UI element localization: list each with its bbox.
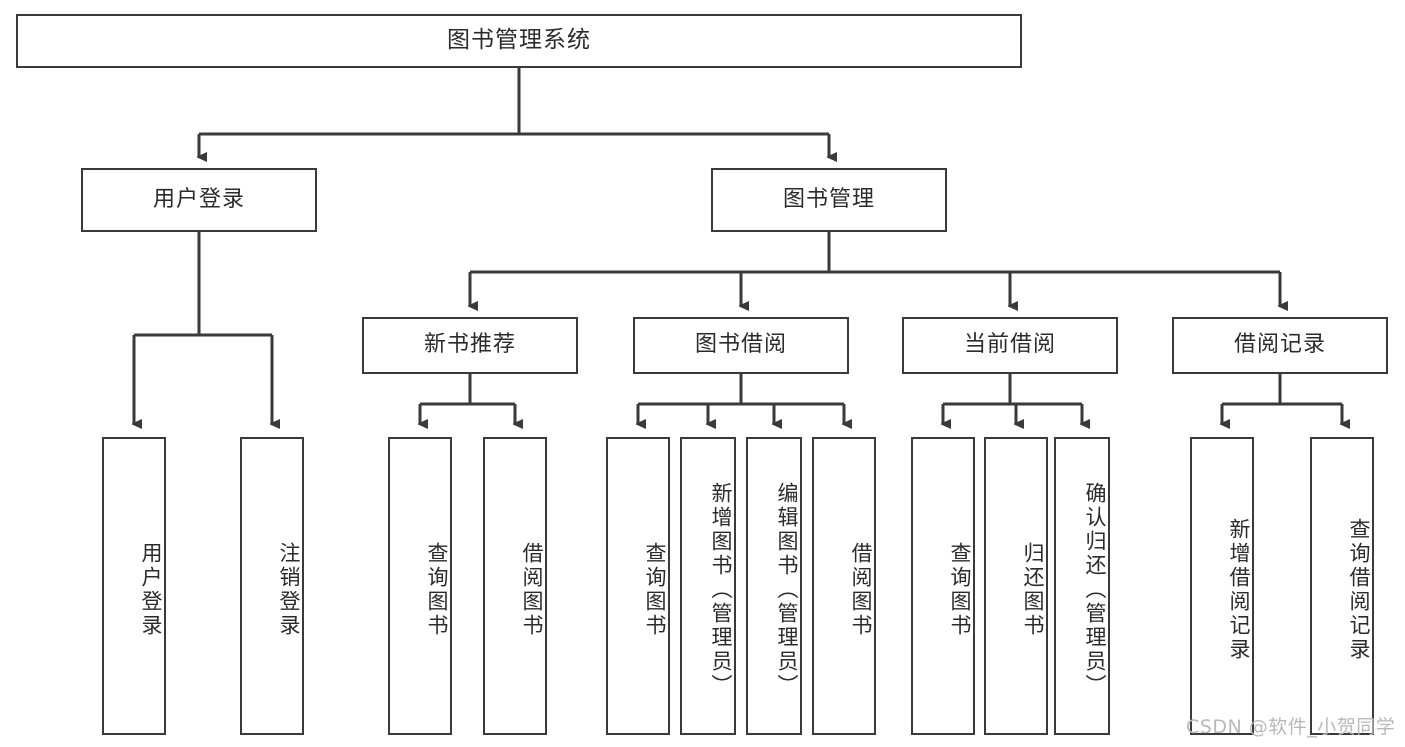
- node-leaf-return-book-label: 归还图书: [1021, 542, 1045, 638]
- node-new-book-rec-label: 新书推荐: [423, 332, 516, 358]
- node-book-borrow-label: 图书借阅: [694, 332, 787, 358]
- node-leaf-borrow-book-2[interactable]: 借阅图书: [812, 437, 876, 735]
- node-leaf-query-record-label: 查询借阅记录: [1347, 518, 1371, 662]
- node-leaf-user-login[interactable]: 用户登录: [102, 437, 166, 735]
- node-current-borrow-label: 当前借阅: [963, 332, 1056, 358]
- node-leaf-add-record-label: 新增借阅记录: [1227, 518, 1251, 662]
- node-root-label: 图书管理系统: [447, 27, 591, 54]
- node-leaf-borrow-book-2-label: 借阅图书: [849, 542, 873, 638]
- node-user-login-label: 用户登录: [152, 186, 245, 212]
- node-leaf-confirm-return-label: 确认归还（管理员）: [1083, 482, 1107, 698]
- node-root[interactable]: 图书管理系统: [16, 14, 1022, 68]
- node-leaf-edit-book-label: 编辑图书（管理员）: [775, 482, 799, 698]
- node-book-manage-label: 图书管理: [782, 186, 875, 212]
- node-leaf-edit-book[interactable]: 编辑图书（管理员）: [746, 437, 802, 735]
- node-leaf-logout[interactable]: 注销登录: [240, 437, 304, 735]
- node-leaf-add-book[interactable]: 新增图书（管理员）: [680, 437, 736, 735]
- node-leaf-borrow-book-1[interactable]: 借阅图书: [483, 437, 547, 735]
- node-leaf-query-book-3[interactable]: 查询图书: [911, 437, 975, 735]
- node-book-manage[interactable]: 图书管理: [711, 168, 947, 232]
- node-leaf-query-record[interactable]: 查询借阅记录: [1310, 437, 1374, 735]
- node-leaf-query-book-3-label: 查询图书: [948, 542, 972, 638]
- node-new-book-rec[interactable]: 新书推荐: [362, 317, 578, 374]
- node-leaf-add-book-label: 新增图书（管理员）: [709, 482, 733, 698]
- node-book-borrow[interactable]: 图书借阅: [633, 317, 849, 374]
- node-borrow-record[interactable]: 借阅记录: [1172, 317, 1388, 374]
- node-leaf-return-book[interactable]: 归还图书: [984, 437, 1048, 735]
- node-leaf-query-book-2[interactable]: 查询图书: [606, 437, 670, 735]
- node-leaf-add-record[interactable]: 新增借阅记录: [1190, 437, 1254, 735]
- node-user-login[interactable]: 用户登录: [81, 168, 317, 232]
- node-leaf-query-book-1-label: 查询图书: [425, 542, 449, 638]
- node-leaf-user-login-label: 用户登录: [139, 542, 163, 638]
- node-leaf-query-book-2-label: 查询图书: [643, 542, 667, 638]
- node-borrow-record-label: 借阅记录: [1233, 332, 1326, 358]
- node-leaf-confirm-return[interactable]: 确认归还（管理员）: [1054, 437, 1110, 735]
- node-leaf-borrow-book-1-label: 借阅图书: [520, 542, 544, 638]
- node-leaf-logout-label: 注销登录: [277, 542, 301, 638]
- node-leaf-query-book-1[interactable]: 查询图书: [388, 437, 452, 735]
- node-current-borrow[interactable]: 当前借阅: [902, 317, 1118, 374]
- csdn-watermark: CSDN @软件_小贺同学: [1186, 716, 1396, 738]
